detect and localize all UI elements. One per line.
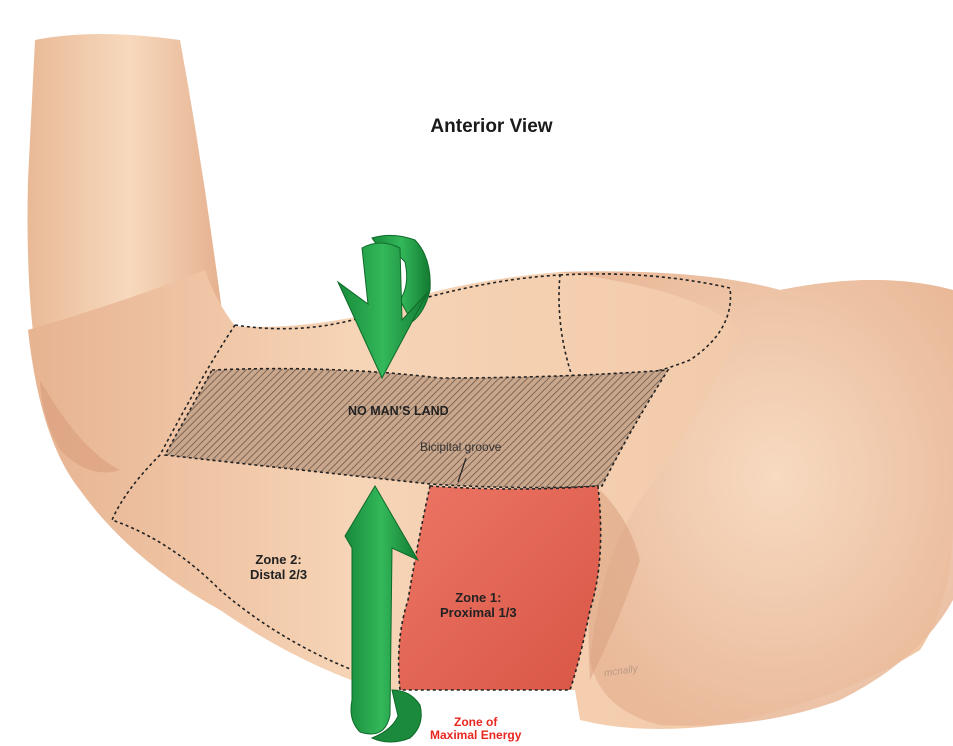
energy-line2: Maximal Energy xyxy=(430,729,521,742)
zone1-line1: Zone 1: xyxy=(440,590,517,605)
bicipital-groove-label: Bicipital groove xyxy=(420,440,501,454)
zone2-line1: Zone 2: xyxy=(250,552,307,567)
no-mans-land-label: NO MAN’S LAND xyxy=(348,404,449,418)
zone1-region xyxy=(399,486,601,690)
maximal-energy-label: Zone of Maximal Energy xyxy=(430,716,521,742)
zone2-label: Zone 2: Distal 2/3 xyxy=(250,552,307,582)
zone2-line2: Distal 2/3 xyxy=(250,567,307,582)
diagram-title: Anterior View xyxy=(0,116,953,138)
zone1-line2: Proximal 1/3 xyxy=(440,605,517,620)
zone1-label: Zone 1: Proximal 1/3 xyxy=(440,590,517,620)
